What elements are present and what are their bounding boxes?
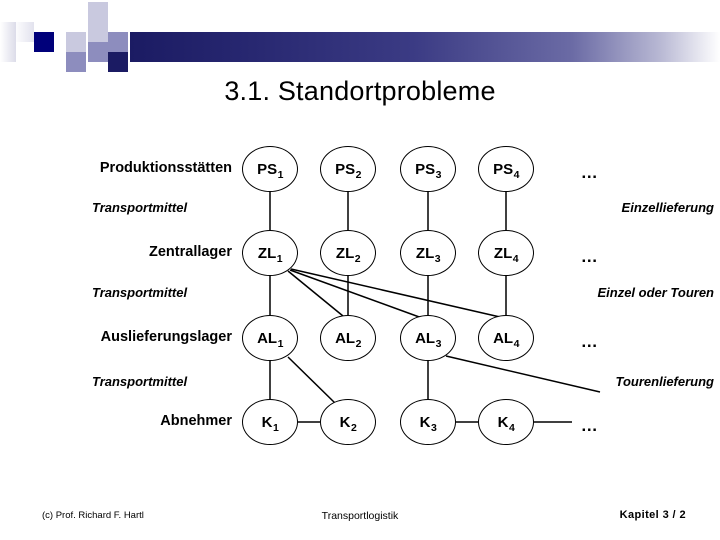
header-square-light-2 xyxy=(66,32,86,52)
node-zl-1-label: ZL xyxy=(257,244,277,262)
footer-course-name: Transportlogistik xyxy=(321,510,399,522)
node-al-4[interactable]: AL4 xyxy=(478,315,534,361)
node-k-2-index: 2 xyxy=(351,421,357,434)
tier-label-zentrallager: Zentrallager xyxy=(149,244,232,260)
node-k-1-label: K xyxy=(261,413,273,431)
node-k-4-index: 4 xyxy=(509,421,515,434)
node-ps-4-index: 4 xyxy=(513,168,520,181)
node-al-3-index: 3 xyxy=(435,337,442,350)
header-square-mid-3 xyxy=(108,32,128,52)
node-zl-4-index: 4 xyxy=(512,252,519,265)
header-square-dark-2 xyxy=(108,52,128,72)
node-ps-3-label: PS xyxy=(415,160,436,178)
node-al-2[interactable]: AL2 xyxy=(320,315,376,361)
delivery-mode-label-1: Einzellieferung xyxy=(621,200,714,215)
node-al-2-index: 2 xyxy=(355,337,362,350)
node-zl-1[interactable]: ZL1 xyxy=(242,230,298,276)
edge-zl1-al3 xyxy=(289,269,423,319)
node-k-4-label: K xyxy=(497,413,509,431)
delivery-mode-label-3: Tourenlieferung xyxy=(615,374,714,389)
edge-zl1-al4 xyxy=(290,268,501,318)
ellipsis-ps-row: … xyxy=(580,163,600,182)
node-ps-2[interactable]: PS2 xyxy=(320,146,376,192)
node-k-1-index: 1 xyxy=(273,421,279,434)
delivery-mode-label-2: Einzel oder Touren xyxy=(597,285,714,300)
header-gradient-bar xyxy=(130,32,720,62)
node-al-4-index: 4 xyxy=(513,337,520,350)
node-ps-3[interactable]: PS3 xyxy=(400,146,456,192)
node-al-2-label: AL xyxy=(335,329,356,347)
node-ps-4[interactable]: PS4 xyxy=(478,146,534,192)
node-ps-2-label: PS xyxy=(335,160,356,178)
node-al-1[interactable]: AL1 xyxy=(242,315,298,361)
node-k-3-label: K xyxy=(419,413,431,431)
node-zl-3[interactable]: ZL3 xyxy=(400,230,456,276)
node-zl-4-label: ZL xyxy=(493,244,513,262)
header-square-mid-1 xyxy=(66,52,86,72)
node-al-1-label: AL xyxy=(257,329,278,347)
header-square-light-1 xyxy=(14,22,34,42)
node-zl-2[interactable]: ZL2 xyxy=(320,230,376,276)
node-ps-4-label: PS xyxy=(493,160,514,178)
header-square-mid-2 xyxy=(88,42,108,62)
ellipsis-k-row: … xyxy=(580,416,600,435)
node-al-3-label: AL xyxy=(415,329,436,347)
footer-chapter: Kapitel 3 / 2 xyxy=(619,509,686,521)
header-square-light-3 xyxy=(88,22,108,42)
node-k-2[interactable]: K2 xyxy=(320,399,376,445)
header-square-dark-1 xyxy=(34,32,54,52)
tier-label-auslieferungslager: Auslieferungslager xyxy=(100,329,232,345)
node-zl-1-index: 1 xyxy=(276,252,283,265)
node-k-1[interactable]: K1 xyxy=(242,399,298,445)
ellipsis-zl-row: … xyxy=(580,247,600,266)
tier-label-abnehmer: Abnehmer xyxy=(160,413,232,429)
node-al-1-index: 1 xyxy=(277,337,284,350)
node-k-3[interactable]: K3 xyxy=(400,399,456,445)
edge-zl1-al2 xyxy=(287,270,344,317)
node-ps-1-label: PS xyxy=(257,160,278,178)
node-zl-3-index: 3 xyxy=(434,252,441,265)
node-k-4[interactable]: K4 xyxy=(478,399,534,445)
node-al-3[interactable]: AL3 xyxy=(400,315,456,361)
node-ps-1-index: 1 xyxy=(277,168,284,181)
header-square-fade-1 xyxy=(0,22,16,62)
edge-al1-k2 xyxy=(287,356,337,405)
transport-mode-label-3: Transportmittel xyxy=(92,374,188,389)
node-ps-3-index: 3 xyxy=(435,168,442,181)
tier-label-produktionsstaetten: Produktionsstätten xyxy=(99,160,232,176)
node-ps-2-index: 2 xyxy=(355,168,362,181)
node-k-2-label: K xyxy=(339,413,351,431)
node-zl-4[interactable]: ZL4 xyxy=(478,230,534,276)
node-al-4-label: AL xyxy=(493,329,514,347)
page-title: 3.1. Standortprobleme xyxy=(224,76,496,106)
edge-al3-k4 xyxy=(445,355,601,393)
transport-mode-label-1: Transportmittel xyxy=(92,200,188,215)
node-zl-2-label: ZL xyxy=(335,244,355,262)
ellipsis-al-row: … xyxy=(580,332,600,351)
node-zl-2-index: 2 xyxy=(354,252,361,265)
footer-copyright: (c) Prof. Richard F. Hartl xyxy=(42,510,144,521)
node-k-3-index: 3 xyxy=(431,421,437,434)
transport-mode-label-2: Transportmittel xyxy=(92,285,188,300)
header-square-light-4 xyxy=(88,2,108,22)
node-zl-3-label: ZL xyxy=(415,244,435,262)
node-ps-1[interactable]: PS1 xyxy=(242,146,298,192)
